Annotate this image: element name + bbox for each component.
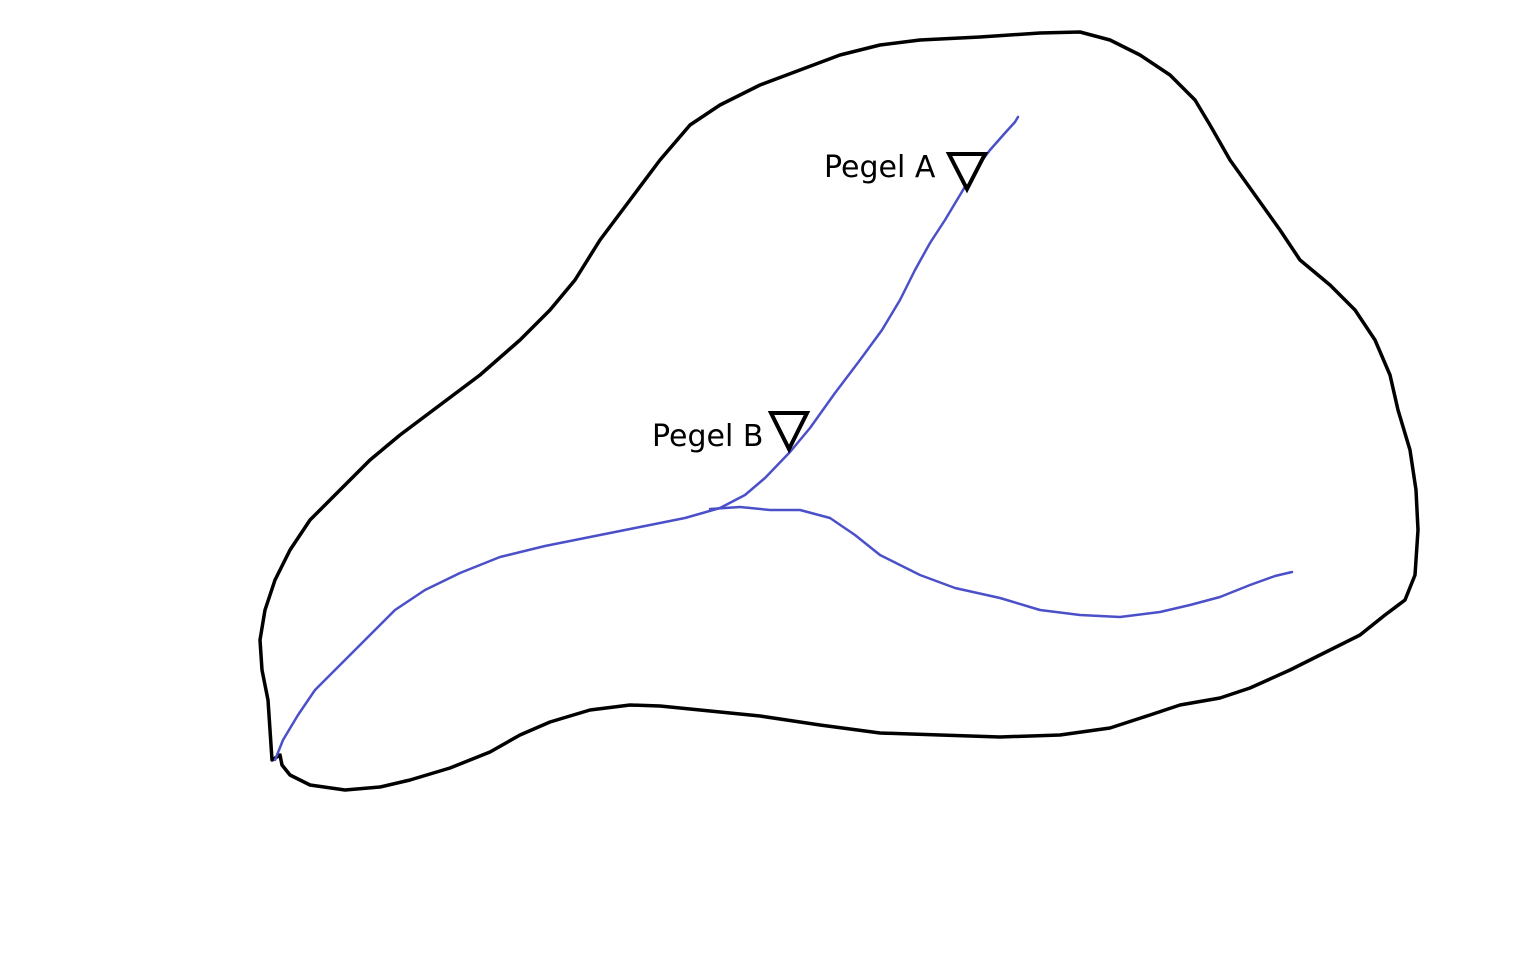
gauge-a-triangle-icon	[945, 152, 989, 194]
main-river	[273, 115, 1020, 762]
catchment-boundary	[258, 30, 1420, 792]
gauge-a-label: Pegel A	[824, 150, 936, 185]
tributary-river	[708, 505, 1294, 619]
gauge-b-triangle-icon	[767, 411, 811, 454]
gauge-b-label: Pegel B	[652, 419, 763, 454]
